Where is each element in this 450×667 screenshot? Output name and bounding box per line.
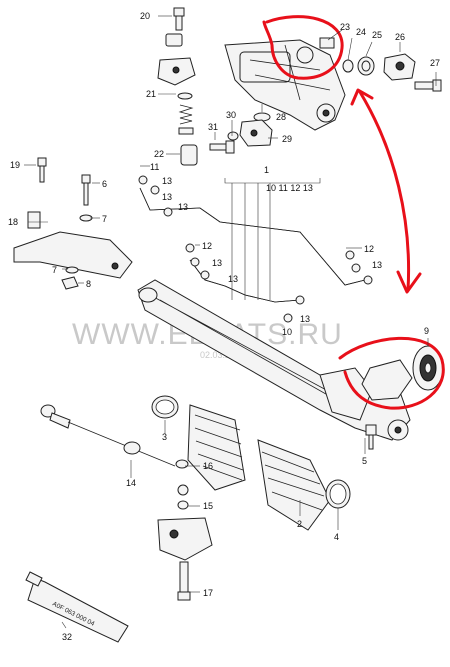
callout-13-g: 13 <box>372 260 382 270</box>
rack-housing <box>137 279 411 450</box>
sensor-cluster <box>209 112 273 154</box>
callout-25: 25 <box>372 30 382 40</box>
callout-16: 16 <box>203 461 213 471</box>
valve-body-assembly <box>224 37 346 131</box>
boot-clamp-left <box>151 395 179 419</box>
callout-7-upper: 7 <box>102 214 107 224</box>
callout-26: 26 <box>395 32 405 42</box>
callout-13-f: 13 <box>300 314 310 324</box>
callout-17: 17 <box>203 588 213 598</box>
callout-20: 20 <box>140 11 150 21</box>
callout-27: 27 <box>430 58 440 68</box>
callout-group-10-13: 10 11 12 13 <box>266 183 313 193</box>
rack-boot <box>187 404 331 531</box>
seal-ring <box>342 59 354 73</box>
callout-19: 19 <box>10 160 20 170</box>
boot-clamp-right <box>325 479 351 509</box>
callout-24: 24 <box>356 27 366 37</box>
red-double-arrow <box>358 90 411 292</box>
callout-28: 28 <box>276 112 286 122</box>
red-circle-lower <box>338 336 445 410</box>
callout-13-a: 13 <box>162 176 172 186</box>
callout-22: 22 <box>154 149 164 159</box>
pinion-cover <box>361 345 444 401</box>
tie-rod-left <box>40 404 189 496</box>
callout-12-right: 12 <box>364 244 374 254</box>
callout-21: 21 <box>146 89 156 99</box>
callout-13-e: 13 <box>228 274 238 284</box>
grease-tube: A0F 063 000 04 <box>25 571 129 643</box>
callout-29: 29 <box>282 134 292 144</box>
callout-5: 5 <box>362 456 367 466</box>
upper-bolt-stack <box>157 7 198 166</box>
callout-23: 23 <box>340 22 350 32</box>
o-ring <box>357 56 375 76</box>
watermark-date: 02.03.2012 <box>200 350 245 360</box>
callout-30: 30 <box>226 110 236 120</box>
callout-18: 18 <box>8 217 18 227</box>
red-arrowhead-top <box>350 88 374 106</box>
callout-13-b: 13 <box>162 192 172 202</box>
callout-labels: 1 10 11 12 13 2 3 4 5 6 7 7 8 9 10 11 12… <box>8 11 440 642</box>
callout-13-c: 13 <box>178 202 188 212</box>
callout-3: 3 <box>162 432 167 442</box>
callout-12-left: 12 <box>202 241 212 251</box>
pressure-valve <box>383 53 416 81</box>
callout-15: 15 <box>203 501 213 511</box>
callout-14: 14 <box>126 478 136 488</box>
lower-bolt-stack <box>157 459 213 601</box>
callout-31: 31 <box>208 122 218 132</box>
callout-1: 1 <box>264 165 269 175</box>
callout-4: 4 <box>334 532 339 542</box>
hydraulic-pipes <box>138 175 373 323</box>
callout-9: 9 <box>424 326 429 336</box>
callout-32: 32 <box>62 632 72 642</box>
leader-lines <box>24 15 437 629</box>
mounting-bracket <box>13 157 133 290</box>
callout-2: 2 <box>297 519 302 529</box>
callout-6: 6 <box>102 179 107 189</box>
group-bracket <box>224 178 321 300</box>
callout-8: 8 <box>86 279 91 289</box>
callout-13-d: 13 <box>212 258 222 268</box>
red-circle-upper <box>262 15 344 80</box>
callout-11: 11 <box>150 162 159 172</box>
red-arrowhead-bottom <box>396 270 422 294</box>
red-annotations <box>262 15 445 410</box>
banjo-bolt <box>414 79 442 92</box>
callout-7-lower: 7 <box>52 265 57 275</box>
callout-10: 10 <box>282 327 292 337</box>
